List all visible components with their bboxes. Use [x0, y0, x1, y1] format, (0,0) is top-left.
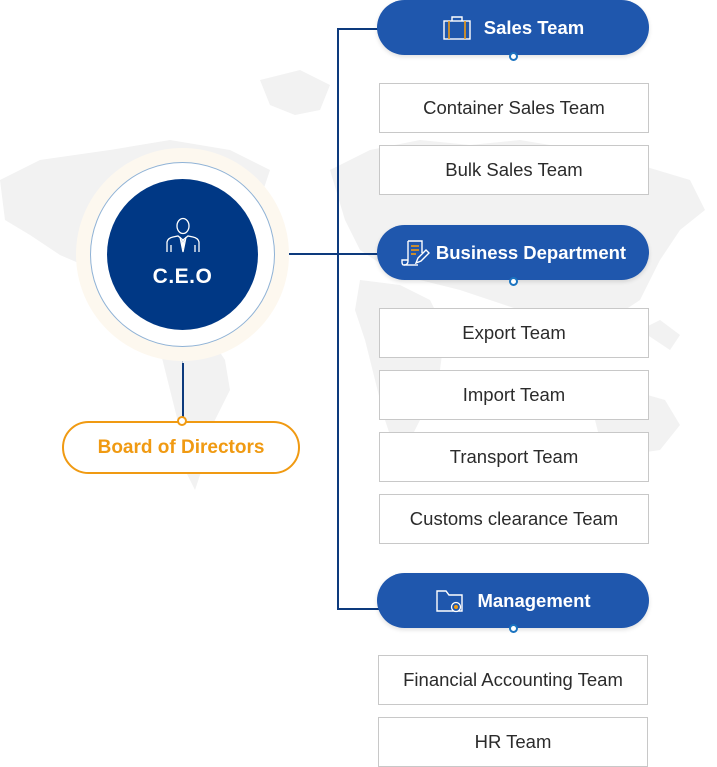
team-label: Financial Accounting Team	[403, 669, 623, 690]
team-label: Customs clearance Team	[409, 508, 619, 529]
department-sales[interactable]: Sales Team	[377, 0, 649, 55]
department-connector-dot	[509, 277, 518, 286]
department-connector-dot	[509, 52, 518, 61]
team-label: Transport Team	[449, 446, 579, 467]
connector-sales	[337, 28, 379, 30]
team-label: Export Team	[462, 322, 566, 343]
department-business[interactable]: Business Department	[377, 225, 649, 280]
folder-gear-icon	[436, 589, 464, 612]
team-item[interactable]: Bulk Sales Team	[379, 145, 649, 195]
team-item[interactable]: HR Team	[378, 717, 648, 767]
team-label: Bulk Sales Team	[445, 159, 583, 180]
briefcase-icon	[443, 15, 471, 40]
board-of-directors-node[interactable]: Board of Directors	[62, 421, 300, 474]
businessman-icon	[165, 217, 200, 252]
department-connector-dot	[509, 624, 518, 633]
document-edit-icon	[401, 239, 430, 266]
ceo-node[interactable]: C.E.O	[107, 179, 258, 330]
connector-trunk	[337, 28, 339, 609]
board-connector-dot	[177, 416, 187, 426]
connector-ceo-board	[182, 363, 184, 419]
team-label: Container Sales Team	[423, 97, 605, 118]
department-label: Management	[477, 589, 591, 611]
team-label: Import Team	[462, 384, 566, 405]
team-item[interactable]: Container Sales Team	[379, 83, 649, 133]
team-item[interactable]: Financial Accounting Team	[378, 655, 648, 705]
connector-ceo-business	[288, 253, 378, 255]
department-label: Business Department	[435, 241, 627, 263]
department-label: Sales Team	[483, 16, 585, 38]
team-item[interactable]: Export Team	[379, 308, 649, 358]
team-label: HR Team	[474, 731, 552, 752]
team-item[interactable]: Import Team	[379, 370, 649, 420]
connector-management	[337, 608, 379, 610]
department-management[interactable]: Management	[377, 573, 649, 628]
board-label: Board of Directors	[97, 436, 265, 458]
team-item[interactable]: Customs clearance Team	[379, 494, 649, 544]
team-item[interactable]: Transport Team	[379, 432, 649, 482]
ceo-title: C.E.O	[152, 264, 213, 288]
